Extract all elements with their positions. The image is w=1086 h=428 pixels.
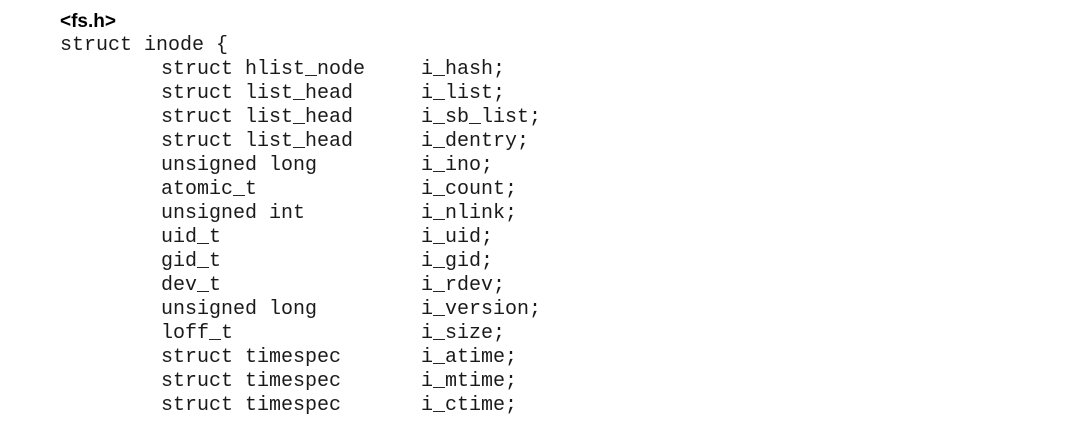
struct-member: uid_t i_uid; <box>60 226 960 250</box>
member-name: i_ctime; <box>421 394 518 417</box>
member-type: struct timespec <box>161 346 342 369</box>
member-type: struct list_head <box>161 106 354 129</box>
member-name: i_count; <box>421 178 518 201</box>
member-name: i_ino; <box>421 154 494 177</box>
struct-member: struct list_head i_dentry; <box>60 130 960 154</box>
member-type: struct hlist_node <box>161 58 366 81</box>
struct-member: unsigned long i_version; <box>60 298 960 322</box>
member-name: i_size; <box>421 322 506 345</box>
struct-member: struct timespec i_mtime; <box>60 370 960 394</box>
member-name: i_hash; <box>421 58 506 81</box>
member-type: struct list_head <box>161 130 354 153</box>
member-name: i_version; <box>421 298 542 321</box>
member-type: atomic_t <box>161 178 258 201</box>
member-type: dev_t <box>161 274 222 297</box>
member-type: struct timespec <box>161 394 342 417</box>
struct-member: struct list_head i_sb_list; <box>60 106 960 130</box>
member-name: i_sb_list; <box>421 106 542 129</box>
member-type: unsigned int <box>161 202 306 225</box>
member-name: i_uid; <box>421 226 494 249</box>
struct-member: struct timespec i_atime; <box>60 346 960 370</box>
struct-member: struct timespec i_ctime; <box>60 394 960 418</box>
member-name: i_gid; <box>421 250 494 273</box>
member-name: i_mtime; <box>421 370 518 393</box>
struct-member: gid_t i_gid; <box>60 250 960 274</box>
struct-declaration: struct inode { <box>60 34 229 57</box>
member-type: gid_t <box>161 250 222 273</box>
member-type: loff_t <box>161 322 234 345</box>
member-name: i_dentry; <box>421 130 530 153</box>
member-type: uid_t <box>161 226 222 249</box>
struct-member: struct hlist_node i_hash; <box>60 58 960 82</box>
member-name: i_atime; <box>421 346 518 369</box>
member-type: struct timespec <box>161 370 342 393</box>
member-name: i_rdev; <box>421 274 506 297</box>
struct-member: loff_t i_size; <box>60 322 960 346</box>
member-type: unsigned long <box>161 298 318 321</box>
struct-member: dev_t i_rdev; <box>60 274 960 298</box>
member-type: struct list_head <box>161 82 354 105</box>
header-filename: <fs.h> <box>60 11 116 32</box>
member-type: unsigned long <box>161 154 318 177</box>
struct-member: struct list_head i_list; <box>60 82 960 106</box>
struct-member: unsigned int i_nlink; <box>60 202 960 226</box>
struct-member: atomic_t i_count; <box>60 178 960 202</box>
member-name: i_nlink; <box>421 202 518 225</box>
struct-member: unsigned long i_ino; <box>60 154 960 178</box>
member-name: i_list; <box>421 82 506 105</box>
